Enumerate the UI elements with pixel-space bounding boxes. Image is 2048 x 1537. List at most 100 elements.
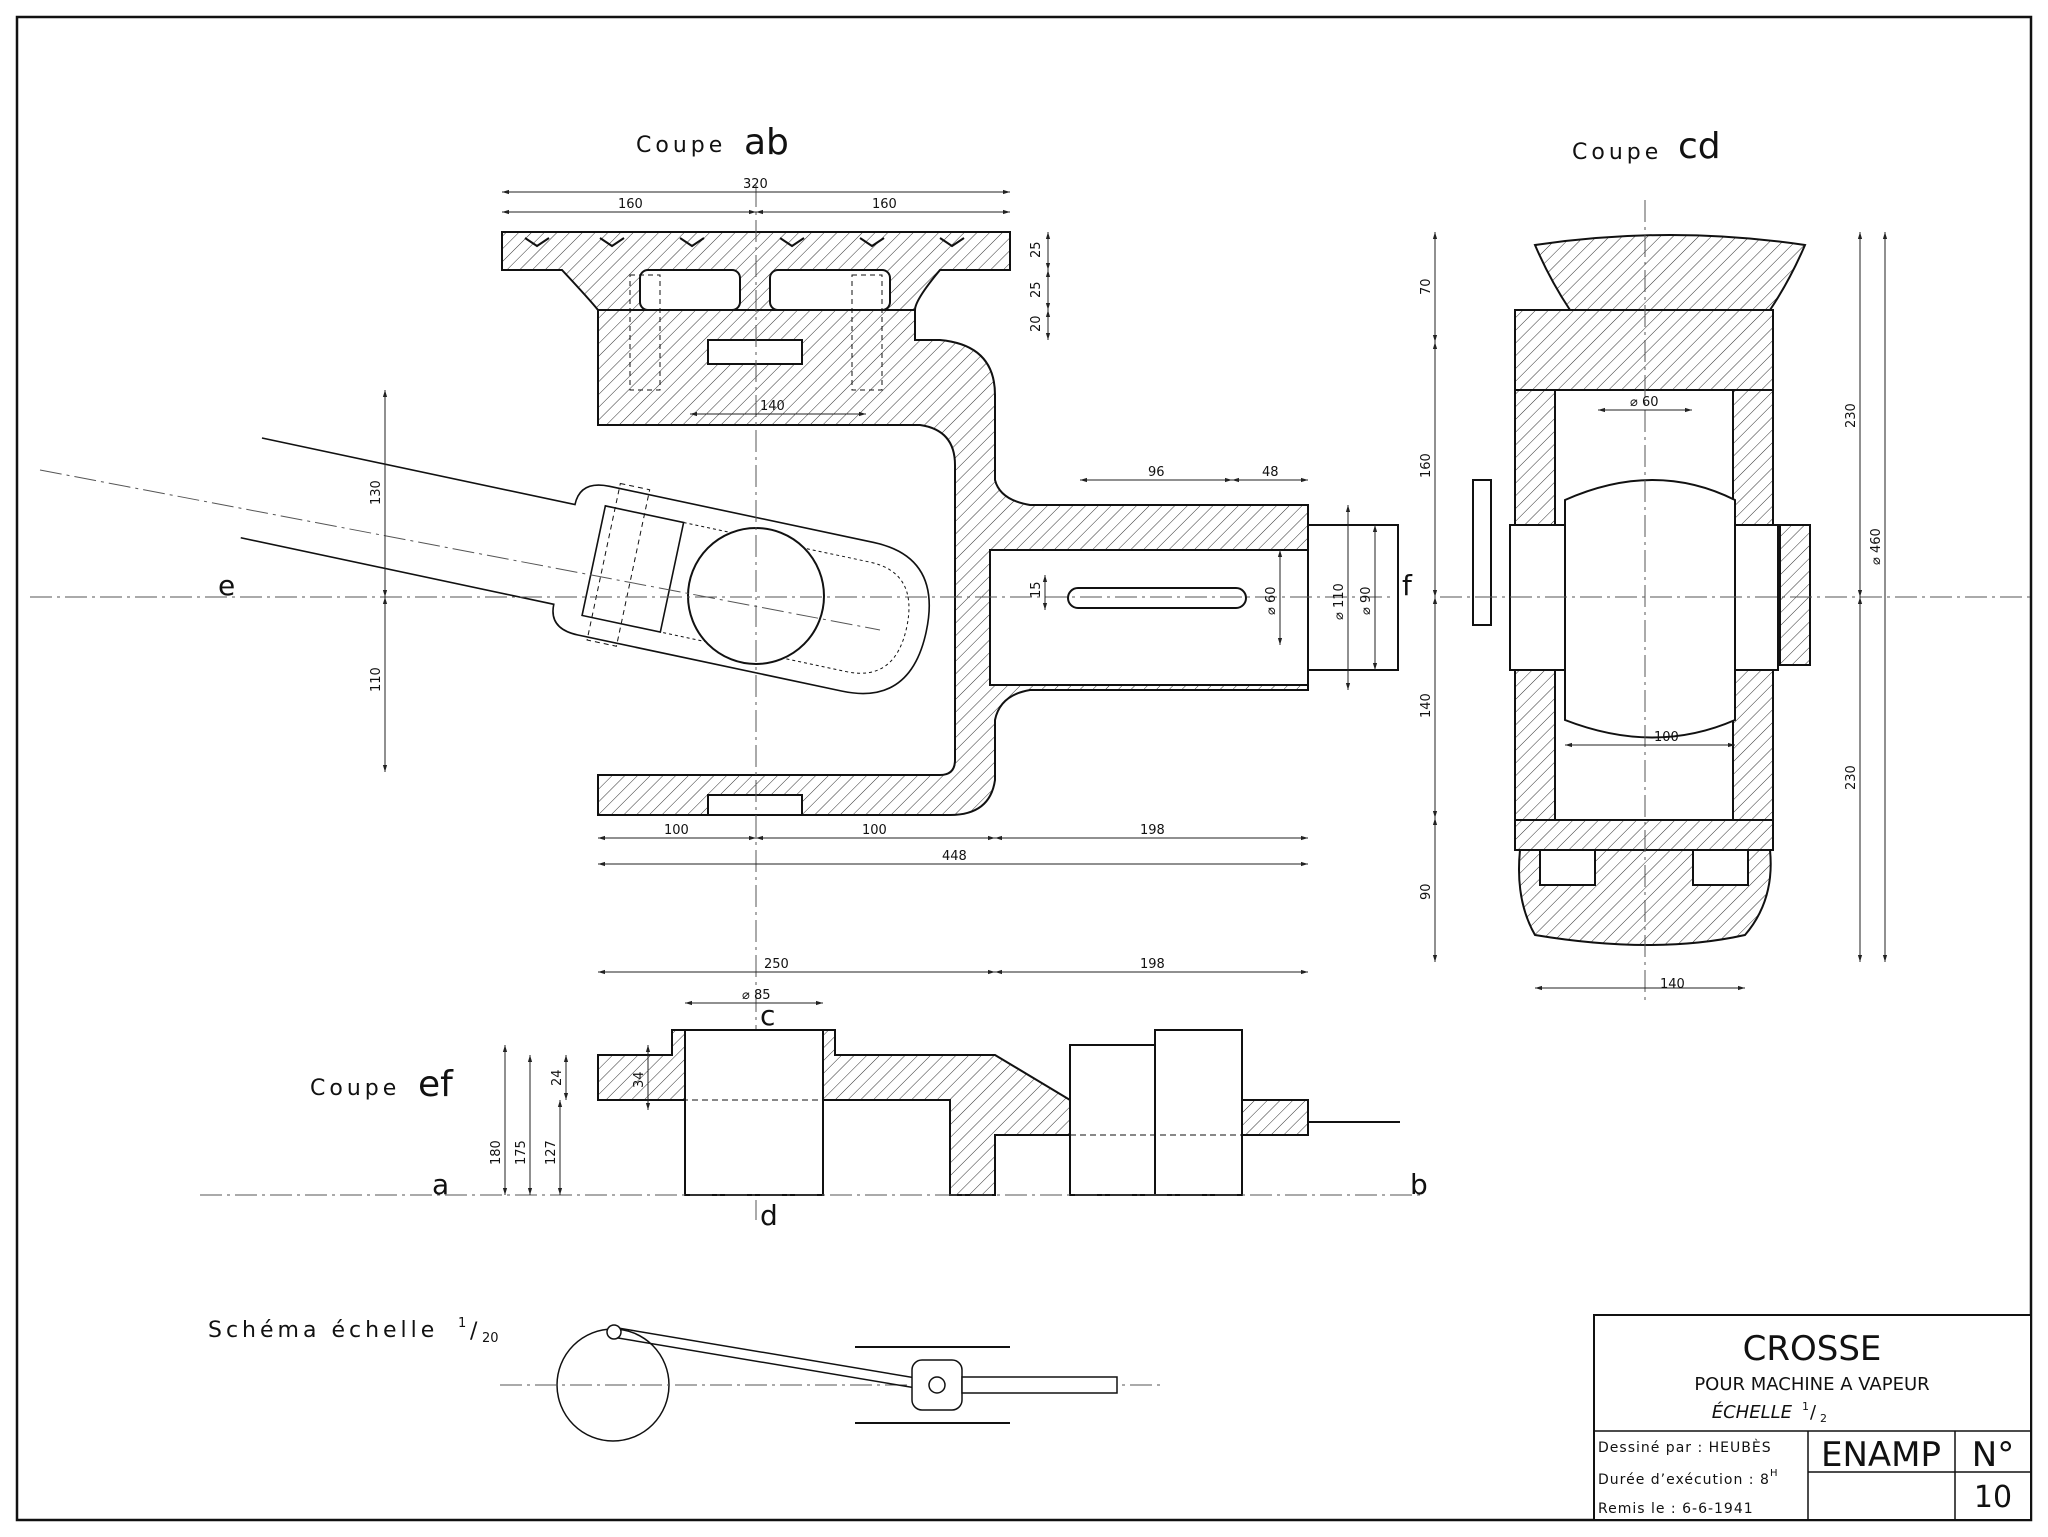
dim-ef-175: 175 [514, 1140, 529, 1165]
delivered-date: Remis le : 6-6-1941 [1598, 1501, 1754, 1517]
dim-cd-140: 140 [1419, 693, 1434, 718]
drawing-subtitle: POUR MACHINE A VAPEUR [1694, 1374, 1929, 1395]
dim-ef-198: 198 [1140, 957, 1165, 972]
drawing-scale-den: 2 [1820, 1412, 1827, 1425]
lower-recess [707, 794, 803, 816]
dim-cd-160: 160 [1419, 453, 1434, 478]
dim-160-right: 160 [872, 197, 897, 212]
cd-upper-body [1514, 309, 1774, 391]
dim-198: 198 [1140, 823, 1165, 838]
dim-320: 320 [743, 177, 768, 192]
dimensions-ef [502, 969, 1308, 1195]
dim-25-top: 25 [1029, 241, 1044, 258]
dim-20: 20 [1029, 315, 1044, 332]
ef-rod-1 [1069, 1044, 1156, 1196]
crosshead-body [597, 309, 1309, 816]
coupe-ab-letters: ab [744, 122, 789, 163]
cd-lower-body [1514, 819, 1774, 851]
coupe-cd-prefix: Coupe [1572, 140, 1662, 165]
dim-cd-230-top: 230 [1844, 403, 1859, 428]
schema-connecting-rod [611, 1326, 929, 1391]
plate-rib-right [769, 269, 891, 311]
dim-cd-phi60: ⌀ 60 [1630, 395, 1659, 410]
drawing-name: CROSSE [1743, 1329, 1882, 1369]
dim-cd-phi460: ⌀ 460 [1869, 528, 1884, 565]
schema-label: Schéma échelle [208, 1318, 438, 1343]
section-letter-c: c [760, 999, 775, 1032]
dimensions-ab [382, 189, 1378, 867]
section-letter-d: d [760, 1199, 778, 1232]
schema-piston-rod [961, 1376, 1118, 1394]
cd-key [1472, 479, 1492, 626]
view-coupe-ef: Coupe ef 250 198 ⌀ 85 34 24 180 175 127 … [200, 957, 1428, 1232]
dim-96: 96 [1148, 465, 1165, 480]
slide-grooves [524, 237, 965, 248]
title-block: CROSSE POUR MACHINE A VAPEUR ÉCHELLE 1 /… [1593, 1314, 2032, 1521]
coupe-ef-prefix: Coupe [310, 1076, 400, 1101]
dim-cd-100: 100 [1654, 730, 1679, 745]
title-block-frame [1593, 1314, 2032, 1521]
section-letter-b: b [1410, 1168, 1428, 1201]
schema-crosshead-pin [928, 1376, 946, 1394]
section-letter-e: e [218, 569, 235, 602]
cd-pin-cap [1779, 524, 1811, 666]
dim-ef-180: 180 [489, 1140, 504, 1165]
dim-cd-140-h: 140 [1660, 977, 1685, 992]
key-slot [1067, 587, 1247, 609]
dim-cd-90: 90 [1419, 883, 1434, 900]
school-name: ENAMP [1821, 1435, 1941, 1475]
dim-ef-34: 34 [632, 1071, 647, 1088]
dim-ef-250: 250 [764, 957, 789, 972]
centerline-rod [39, 469, 881, 631]
drawing-scale-label: ÉCHELLE [1712, 1401, 1793, 1423]
schema-scale-den: 20 [482, 1331, 499, 1346]
schema-diagram: Schéma échelle 1 / 20 [208, 1316, 1160, 1442]
cd-top-slide [1533, 234, 1807, 311]
sheet-border [15, 15, 2033, 1522]
dim-15: 15 [1029, 581, 1044, 598]
dim-phi60: ⌀ 60 [1264, 586, 1279, 615]
drawing-scale-slash: / [1810, 1402, 1817, 1423]
dim-ef-phi85: ⌀ 85 [742, 988, 771, 1003]
cd-nut-right [1692, 849, 1749, 886]
coupe-cd-letters: cd [1678, 126, 1721, 167]
dim-448: 448 [942, 849, 967, 864]
cd-rod-end [1564, 479, 1736, 739]
dim-160-left: 160 [618, 197, 643, 212]
dimensions-cd [1432, 232, 1888, 991]
dim-ef-127: 127 [544, 1140, 559, 1165]
drawing-number: 10 [1974, 1480, 2012, 1515]
schema-scale-slash: / [470, 1319, 481, 1344]
view-coupe-ab: Coupe ab [30, 122, 1413, 1220]
dim-25-mid: 25 [1029, 281, 1044, 298]
duration-sup: H [1770, 1468, 1778, 1479]
schema-crank-pin [606, 1324, 622, 1340]
rod-bore [989, 549, 1309, 686]
section-letter-f: f [1402, 569, 1413, 602]
connecting-rod [240, 437, 931, 695]
dim-110: 110 [369, 667, 384, 692]
coupe-ef-letters: ef [418, 1064, 454, 1105]
number-label: N° [1972, 1435, 2014, 1475]
schema-scale-num: 1 [458, 1316, 466, 1331]
plate-rib-left [639, 269, 741, 311]
section-letter-a: a [432, 1168, 449, 1201]
dim-phi90: ⌀ 90 [1359, 586, 1374, 615]
dim-ef-24: 24 [550, 1069, 565, 1086]
upper-recess [707, 339, 803, 365]
dim-140: 140 [760, 399, 785, 414]
dim-130: 130 [369, 480, 384, 505]
dim-100-right: 100 [862, 823, 887, 838]
ef-pin-boss [684, 1029, 824, 1196]
drawing-scale-num: 1 [1802, 1400, 1809, 1413]
dim-100-left: 100 [664, 823, 689, 838]
duration: Durée d’exécution : 8 [1598, 1472, 1770, 1488]
view-coupe-cd: Coupe cd 70 160 140 90 [1419, 126, 2030, 1000]
dim-phi110: ⌀ 110 [1332, 583, 1347, 620]
cd-nut-left [1539, 849, 1596, 886]
coupe-ab-prefix: Coupe [636, 133, 726, 158]
ef-rod-2 [1154, 1029, 1243, 1196]
dim-cd-70: 70 [1419, 278, 1434, 295]
drawn-by: Dessiné par : HEUBÈS [1598, 1439, 1772, 1456]
